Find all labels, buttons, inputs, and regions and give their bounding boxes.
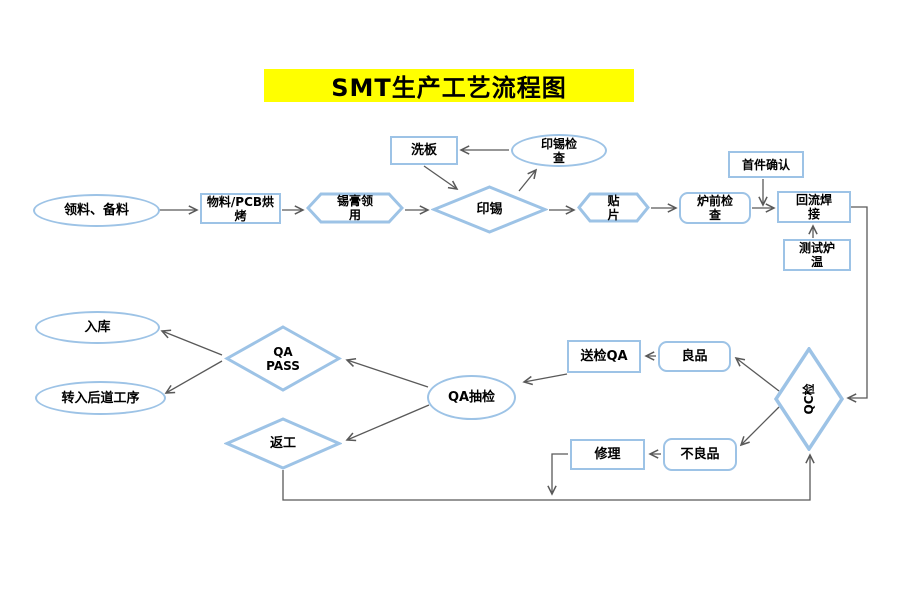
node-test-furnace-temp: 测试炉 温 [783,239,851,271]
node-print-solder-inspection: 印锡检 查 [511,134,607,167]
hexagon-shape [306,192,404,224]
arrow-qc-to-good [734,356,780,392]
node-qa-sampling: QA抽检 [427,375,516,420]
page-title: SMT生产工艺流程图 [264,69,634,102]
node-wash-board: 洗板 [390,136,458,165]
node-pre-furnace-check-label: 炉前检 查 [696,194,733,222]
node-print-solder: 印锡 [431,185,548,234]
node-repair-label: 修理 [594,447,621,462]
node-rework: 返工 [224,417,342,470]
node-next-process-label: 转入后道工序 [61,390,140,406]
node-rework-label: 返工 [269,436,296,451]
node-good-product: 良品 [658,341,731,372]
node-qc-check-label: QC检 [802,383,816,415]
arrow-qapass-to-nextprocess [164,360,223,394]
arrow-qasampling-to-qapass [345,357,429,388]
node-receive-materials: 领料、备料 [33,194,160,227]
node-placement-label: 贴 片 [607,193,620,222]
node-first-article-confirm: 首件确认 [728,151,804,178]
hexagon-shape [577,192,650,223]
arrow-sendqa-to-qasampling [522,373,568,386]
diamond-shape [431,185,548,234]
node-warehouse-in: 入库 [35,311,160,344]
node-reflow-soldering-label: 回流焊 接 [795,193,832,221]
node-material-pcb-baking: 物料/PCB烘 烤 [200,193,281,224]
diamond-shape [224,417,342,470]
node-defective-product: 不良品 [663,438,737,471]
diamond-shape [224,325,342,392]
node-test-furnace-temp-label: 测试炉 温 [798,241,835,269]
arrow-wash-to-print [423,165,459,190]
node-good-product-label: 良品 [681,349,708,364]
node-solder-paste-requisition: 锡膏领 用 [306,192,404,224]
node-placement: 贴 片 [577,192,650,223]
arrow-repair-to-loopline [547,453,568,496]
node-material-pcb-baking-label: 物料/PCB烘 烤 [206,194,275,223]
node-warehouse-in-label: 入库 [84,320,111,335]
node-print-solder-label: 印锡 [476,202,503,217]
diamond-shape [774,347,844,451]
arrow-print-to-printinspect [518,168,538,192]
node-qc-check: QC检 [774,347,844,451]
node-pre-furnace-check: 炉前检 查 [679,192,751,224]
node-wash-board-label: 洗板 [410,143,437,158]
arrow-qapass-to-warehouse [160,329,223,356]
arrow-reflow-to-qc [846,206,868,403]
node-first-article-confirm-label: 首件确认 [741,157,790,172]
node-next-process: 转入后道工序 [35,381,166,415]
node-receive-materials-label: 领料、备料 [63,203,129,218]
node-qa-pass-label: QA PASS [266,344,300,373]
page-title-text: SMT生产工艺流程图 [331,74,567,102]
node-send-to-qa: 送检QA [567,340,641,373]
node-print-solder-inspection-label: 印锡检 查 [540,136,577,165]
node-repair: 修理 [570,439,645,470]
arrow-rework-loop-to-qc [282,453,815,501]
arrow-qc-to-defective [739,406,780,447]
arrow-qasampling-to-rework [345,404,430,442]
node-solder-paste-requisition-label: 锡膏领 用 [336,194,373,222]
node-qa-sampling-label: QA抽检 [447,390,496,405]
node-send-to-qa-label: 送检QA [580,349,628,364]
node-reflow-soldering: 回流焊 接 [777,191,851,223]
node-defective-product-label: 不良品 [680,447,720,462]
node-qa-pass: QA PASS [224,325,342,392]
